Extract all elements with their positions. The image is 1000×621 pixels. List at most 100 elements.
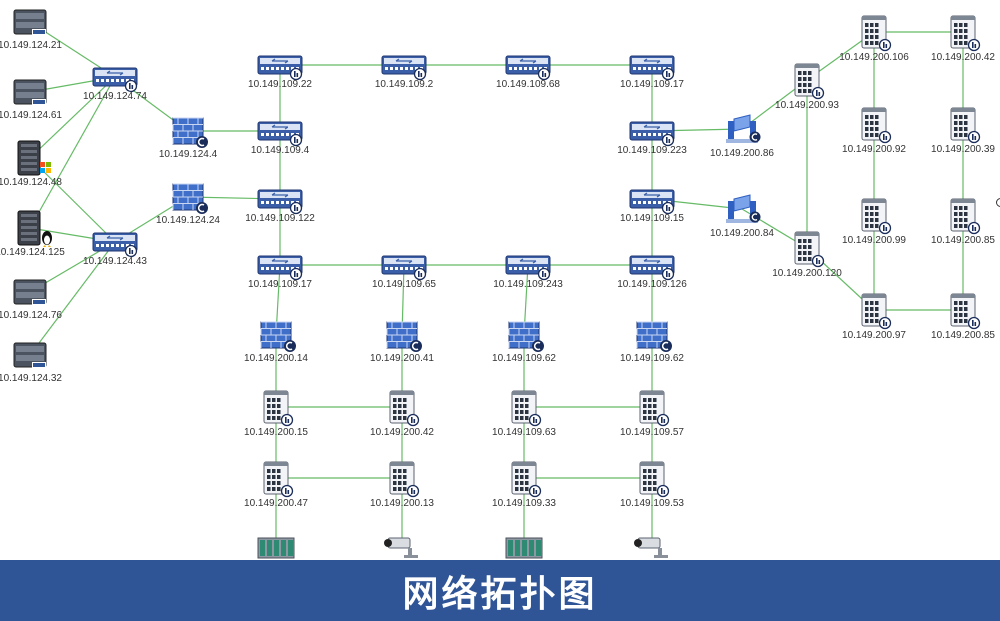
switch-icon (257, 255, 303, 281)
server-node: 10.149.124.21 (0, 9, 62, 51)
industrial-switch-node: 10.149.109.57 (620, 390, 684, 438)
server-node: 10.149.124.32 (0, 342, 62, 384)
industrial-switch-node: 10.149.109.33 (492, 461, 556, 509)
industrial-switch-icon (794, 63, 825, 100)
link-line (29, 241, 116, 356)
switch-icon (257, 55, 303, 81)
node-label: 10.149.109.63 (492, 427, 556, 438)
industrial-switch-node: 10.149.200.42 (931, 15, 995, 63)
edge-connector-icon (996, 198, 1000, 207)
node-label: 10.149.124.21 (0, 40, 62, 51)
switch-node: 10.149.109.17 (620, 55, 684, 90)
node-label: 10.149.124.24 (156, 215, 220, 226)
plc-icon (505, 537, 543, 559)
firewall-icon (260, 321, 296, 352)
node-label: 10.149.109.68 (496, 79, 560, 90)
industrial-switch-node: 10.149.200.15 (244, 390, 308, 438)
camera-icon (634, 537, 668, 558)
node-label: 10.149.200.42 (370, 427, 434, 438)
industrial-switch-icon (950, 15, 981, 52)
nodes-layer: 10.149.124.21 10.149.124.61 10.149.124.48 1… (0, 9, 995, 559)
industrial-switch-icon (950, 107, 981, 144)
gateway-node: 10.149.200.84 (710, 194, 774, 239)
node-label: 10.149.109.57 (620, 427, 684, 438)
node-label: 10.149.200.15 (244, 427, 308, 438)
switch-node: 10.149.109.17 (248, 255, 312, 290)
gateway-node: 10.149.200.86 (710, 114, 774, 159)
switch-node: 10.149.109.22 (248, 55, 312, 90)
server-icon (13, 342, 47, 368)
firewall-node: 10.149.109.62 (620, 321, 684, 364)
firewall-node: 10.149.109.62 (492, 321, 556, 364)
node-label: 10.149.124.61 (0, 110, 62, 121)
switch-node: 10.149.124.43 (83, 232, 147, 267)
firewall-icon (386, 321, 422, 352)
plc-node (505, 537, 543, 559)
node-label: 10.149.109.15 (620, 213, 684, 224)
industrial-switch-node: 10.149.200.42 (370, 390, 434, 438)
node-label: 10.149.109.33 (492, 498, 556, 509)
industrial-switch-icon (861, 107, 892, 144)
industrial-switch-icon (861, 198, 892, 235)
node-label: 10.149.124.125 (0, 247, 65, 258)
node-label: 10.149.200.84 (710, 228, 774, 239)
node-label: 10.149.109.22 (248, 79, 312, 90)
node-label: 10.149.124.74 (83, 91, 147, 102)
node-label: 10.149.200.93 (775, 100, 839, 111)
node-label: 10.149.200.47 (244, 498, 308, 509)
node-label: 10.149.109.243 (493, 279, 563, 290)
node-label: 10.149.200.41 (370, 353, 434, 364)
link-line (29, 76, 116, 159)
switch-node: 10.149.109.122 (245, 189, 315, 224)
switch-icon (381, 55, 427, 81)
industrial-switch-node: 10.149.200.47 (244, 461, 308, 509)
server-icon (13, 279, 47, 305)
switch-icon (257, 121, 303, 147)
plc-node (257, 537, 295, 559)
switch-node: 10.149.109.126 (617, 255, 687, 290)
banner-title: 网络拓扑图 (402, 573, 598, 615)
node-label: 10.149.109.65 (372, 279, 436, 290)
firewall-icon (172, 117, 208, 148)
switch-node: 10.149.124.74 (83, 67, 147, 102)
industrial-switch-icon (794, 231, 825, 268)
industrial-switch-node: 10.149.200.97 (842, 293, 906, 341)
camera-node (384, 537, 418, 558)
switch-icon (257, 189, 303, 215)
linux-server-icon (17, 210, 52, 247)
switch-node: 10.149.109.223 (617, 121, 687, 156)
node-label: 10.149.109.62 (492, 353, 556, 364)
switch-icon (505, 255, 551, 281)
node-label: 10.149.200.99 (842, 235, 906, 246)
switch-node: 10.149.109.68 (496, 55, 560, 90)
plc-icon (257, 537, 295, 559)
linux-server-node: 10.149.124.125 (0, 210, 65, 258)
node-label: 10.149.109.223 (617, 145, 687, 156)
node-label: 10.149.124.76 (0, 310, 62, 321)
windows-server-node: 10.149.124.48 (0, 140, 62, 188)
firewall-icon (636, 321, 672, 352)
switch-icon (92, 67, 138, 93)
node-label: 10.149.200.86 (710, 148, 774, 159)
industrial-switch-icon (263, 461, 294, 498)
industrial-switch-icon (950, 198, 981, 235)
switch-icon (92, 232, 138, 258)
node-label: 10.149.109.17 (248, 279, 312, 290)
node-label: 10.149.109.126 (617, 279, 687, 290)
industrial-switch-node: 10.149.200.39 (931, 107, 995, 155)
firewall-icon (172, 183, 208, 214)
server-node: 10.149.124.61 (0, 79, 62, 121)
node-label: 10.149.200.97 (842, 330, 906, 341)
node-label: 10.149.200.120 (772, 268, 842, 279)
firewall-node: 10.149.124.24 (156, 183, 220, 226)
node-label: 10.149.124.4 (159, 149, 218, 160)
node-label: 10.149.200.42 (931, 52, 995, 63)
switch-node: 10.149.109.2 (375, 55, 434, 90)
firewall-icon (508, 321, 544, 352)
camera-node (634, 537, 668, 558)
industrial-switch-icon (861, 15, 892, 52)
title-banner: 网络拓扑图 (0, 560, 1000, 621)
industrial-switch-icon (511, 390, 542, 427)
industrial-switch-icon (389, 390, 420, 427)
industrial-switch-node: 10.149.109.53 (620, 461, 684, 509)
